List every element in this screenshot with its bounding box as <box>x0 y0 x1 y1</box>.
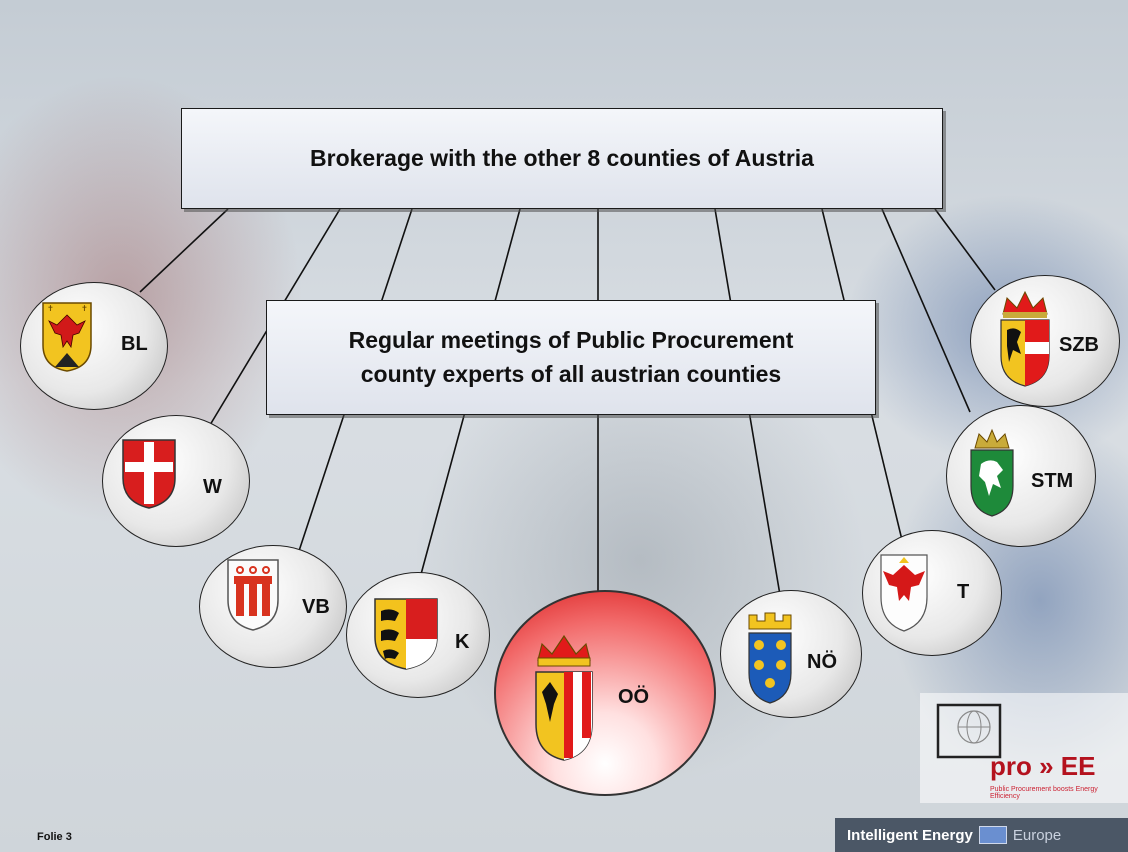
intelligent-energy-logo: Intelligent Energy Europe <box>835 818 1128 852</box>
county-stm: STM <box>946 405 1096 547</box>
upper-austria-crest-icon <box>535 634 593 761</box>
county-bl: ✝ ✝ BL <box>20 282 168 410</box>
line-bl <box>139 208 229 293</box>
county-label-oo: OÖ <box>618 686 650 708</box>
styria-crest-icon <box>970 428 1014 517</box>
county-k: K <box>346 572 490 698</box>
vorarlberg-crest-icon <box>227 559 279 631</box>
line-stm <box>881 208 971 413</box>
county-t: T <box>862 530 1002 656</box>
county-szb: SZB <box>970 275 1120 407</box>
brokerage-box: Brokerage with the other 8 counties of A… <box>181 108 943 209</box>
eu-flag-icon <box>978 826 1007 844</box>
county-label-k: K <box>455 631 470 653</box>
county-label-szb: SZB <box>1059 334 1099 356</box>
county-label-stm: STM <box>1031 470 1074 492</box>
brokerage-text: Brokerage with the other 8 counties of A… <box>310 145 814 171</box>
carinthia-crest-icon <box>374 598 438 670</box>
county-label-w: W <box>203 476 222 498</box>
county-vb: VB <box>199 545 347 668</box>
meetings-box: Regular meetings of Public Procurement c… <box>266 300 876 415</box>
pro-ee-logo: pro » EE Public Procurement boosts Energ… <box>920 693 1128 803</box>
salzburg-crest-icon <box>1000 290 1050 387</box>
globe-logo-icon <box>936 703 1002 759</box>
slide-number: Folie 3 <box>37 831 72 843</box>
county-label-bl: BL <box>121 333 148 355</box>
county-w: W <box>102 415 250 547</box>
meetings-line-1: Regular meetings of Public Procurement <box>348 327 794 354</box>
svg-text:✝: ✝ <box>81 304 88 313</box>
pro-ee-text: pro » EE <box>990 751 1096 781</box>
intelligent-energy-text: Intelligent Energy <box>847 826 973 844</box>
line-szb <box>934 208 996 291</box>
meetings-line-2: county experts of all austrian counties <box>360 360 782 387</box>
pro-ee-subtitle: Public Procurement boosts Energy Efficie… <box>990 786 1098 800</box>
county-no: NÖ <box>720 590 862 718</box>
lower-austria-crest-icon <box>748 612 792 704</box>
burgenland-crest-icon: ✝ ✝ <box>42 302 92 372</box>
vienna-crest-icon <box>122 439 176 509</box>
svg-text:✝: ✝ <box>47 304 54 313</box>
tyrol-crest-icon <box>880 554 928 632</box>
county-label-vb: VB <box>302 596 330 618</box>
county-oo-highlighted: OÖ <box>494 590 716 796</box>
county-label-t: T <box>957 581 970 603</box>
county-label-no: NÖ <box>807 651 837 673</box>
europe-text: Europe <box>1012 826 1062 844</box>
